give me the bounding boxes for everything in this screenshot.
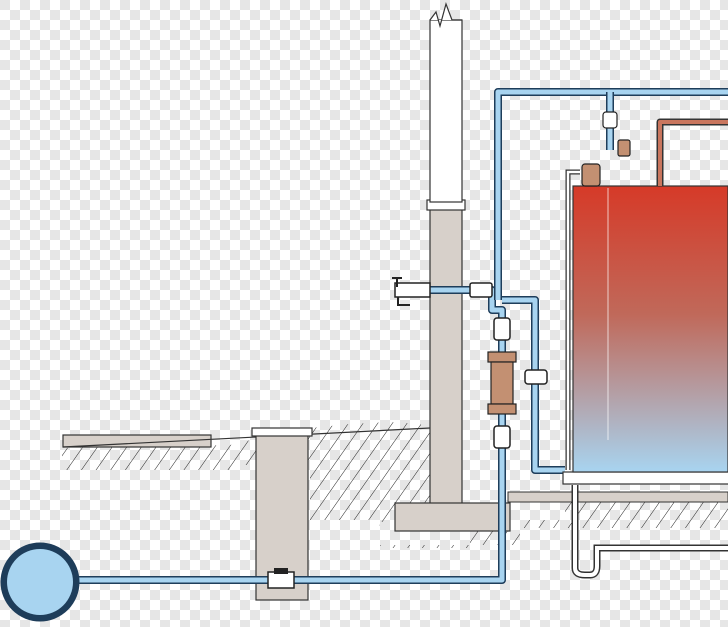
soil-surface <box>62 422 728 548</box>
service-line <box>75 88 728 584</box>
water-meter-icon <box>487 351 517 415</box>
wall-break-line <box>429 2 462 29</box>
foundation <box>394 2 511 532</box>
basement-floor-slab <box>507 491 728 503</box>
shutoff-valve-icon <box>493 317 548 449</box>
curb-stop-valve-icon <box>267 568 295 589</box>
ground <box>62 422 728 548</box>
sidewalk-slab <box>62 434 212 448</box>
footing <box>394 502 511 532</box>
water-heater-icon <box>562 118 728 485</box>
hose-bibb-icon <box>392 277 493 306</box>
curb-box-lid <box>251 427 313 437</box>
house-wall <box>429 19 463 203</box>
foundation-wall <box>429 207 463 505</box>
drain-trap-icon <box>571 485 728 579</box>
water-main-icon <box>0 542 80 622</box>
relief-valve-icon <box>581 111 631 187</box>
